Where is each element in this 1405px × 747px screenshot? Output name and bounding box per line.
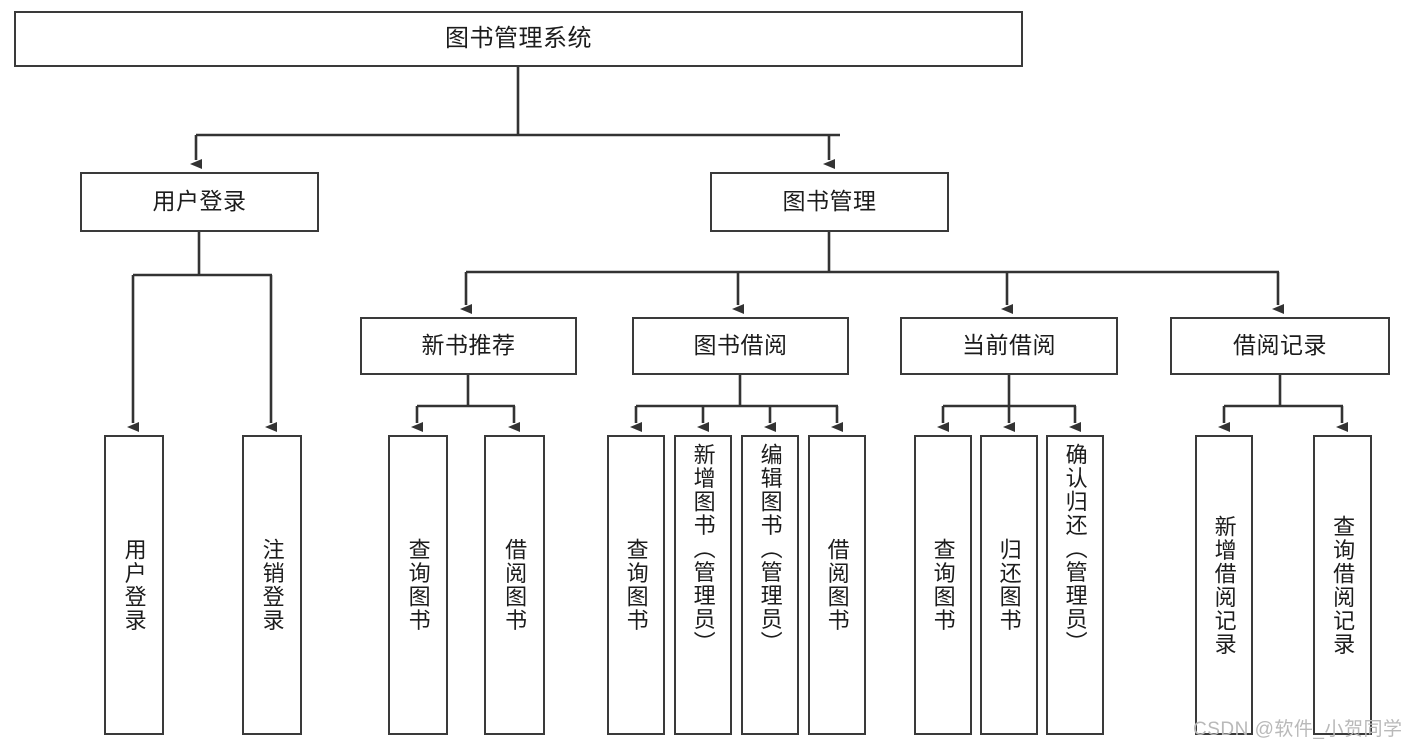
leaf-label: 查询图书 — [930, 538, 956, 632]
leaf-label: 查询借阅记录 — [1330, 514, 1356, 656]
node-current-borrow[interactable]: 当前借阅 — [900, 317, 1118, 375]
node-book-borrow[interactable]: 图书借阅 — [632, 317, 849, 375]
leaf-query-borrow-record[interactable]: 查询借阅记录 — [1313, 435, 1372, 735]
leaf-label: 借阅图书 — [502, 538, 528, 632]
leaf-label: 用户登录 — [121, 538, 147, 632]
node-borrow-record[interactable]: 借阅记录 — [1170, 317, 1390, 375]
leaf-label: 注销登录 — [259, 538, 285, 632]
leaf-query-book-current[interactable]: 查询图书 — [914, 435, 972, 735]
leaf-label: 归还图书 — [996, 538, 1022, 632]
leaf-add-borrow-record[interactable]: 新增借阅记录 — [1195, 435, 1253, 735]
watermark-text: CSDN @软件_小贺同学 — [1193, 719, 1403, 740]
leaf-label: 新增借阅记录 — [1211, 514, 1237, 656]
leaf-return-book[interactable]: 归还图书 — [980, 435, 1038, 735]
leaf-query-book-newbook[interactable]: 查询图书 — [388, 435, 448, 735]
leaf-label: 查询图书 — [405, 538, 431, 632]
node-book-management[interactable]: 图书管理 — [710, 172, 949, 232]
leaf-query-book-borrow[interactable]: 查询图书 — [607, 435, 665, 735]
node-new-book-recommend[interactable]: 新书推荐 — [360, 317, 577, 375]
node-root-system[interactable]: 图书管理系统 — [14, 11, 1023, 67]
leaf-label: 确认归还（管理员） — [1062, 443, 1088, 655]
leaf-label: 编辑图书（管理员） — [757, 443, 783, 655]
leaf-borrow-book-newbook[interactable]: 借阅图书 — [484, 435, 545, 735]
leaf-edit-book-admin[interactable]: 编辑图书（管理员） — [741, 435, 799, 735]
leaf-confirm-return-admin[interactable]: 确认归还（管理员） — [1046, 435, 1104, 735]
leaf-logout-login[interactable]: 注销登录 — [242, 435, 302, 735]
leaf-label: 借阅图书 — [824, 538, 850, 632]
node-user-login[interactable]: 用户登录 — [80, 172, 319, 232]
leaf-user-login[interactable]: 用户登录 — [104, 435, 164, 735]
leaf-label: 新增图书（管理员） — [690, 443, 716, 655]
leaf-label: 查询图书 — [623, 538, 649, 632]
leaf-borrow-book-borrow[interactable]: 借阅图书 — [808, 435, 866, 735]
leaf-add-book-admin[interactable]: 新增图书（管理员） — [674, 435, 732, 735]
